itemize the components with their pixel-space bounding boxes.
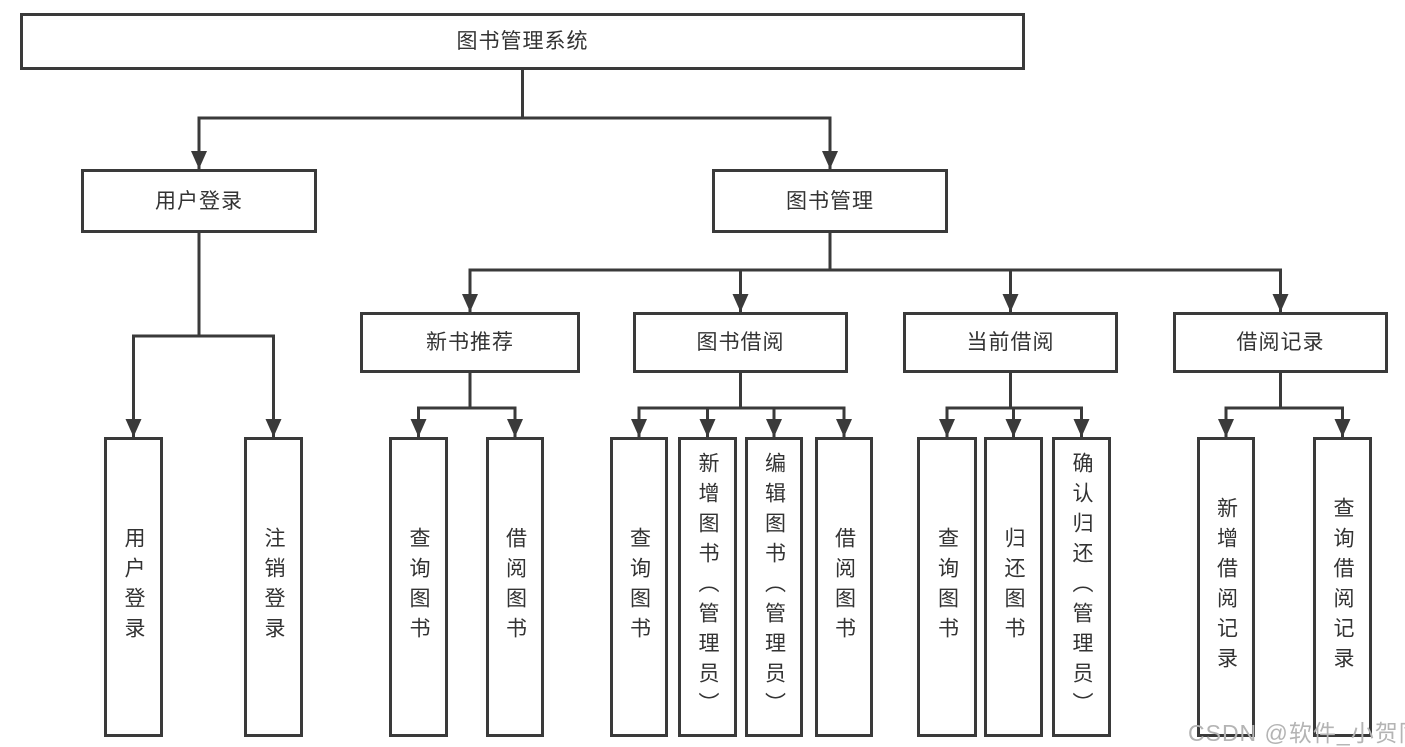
edge-borrow-records-to-br-add-record bbox=[1224, 373, 1282, 437]
arrowhead-icon bbox=[507, 419, 523, 437]
node-login: 用户登录 bbox=[104, 437, 163, 737]
arrowhead-icon bbox=[265, 419, 282, 437]
node-cb-query-books-label: 查询图书 bbox=[935, 527, 959, 647]
edge-user-login-group-to-logout bbox=[197, 233, 275, 437]
node-bb-edit-books-label: 编辑图书（管理员） bbox=[762, 452, 786, 722]
edge-current-borrow-to-cb-confirm-return bbox=[1009, 373, 1083, 437]
node-logout-label: 注销登录 bbox=[262, 527, 285, 647]
node-cb-query-books: 查询图书 bbox=[917, 437, 977, 737]
edge-new-book-rec-to-nr-borrow-books bbox=[468, 373, 517, 437]
edge-book-borrow-to-bb-edit-books bbox=[739, 373, 776, 437]
edge-borrow-records-to-br-query-record bbox=[1279, 373, 1344, 437]
node-book-borrow: 图书借阅 bbox=[633, 312, 848, 373]
node-user-login-group-label: 用户登录 bbox=[155, 189, 243, 213]
node-login-label: 用户登录 bbox=[122, 527, 145, 647]
node-book-mgmt: 图书管理 bbox=[712, 169, 948, 233]
node-bb-add-books-label: 新增图书（管理员） bbox=[696, 452, 719, 722]
arrowhead-icon bbox=[822, 151, 838, 169]
node-br-query-record: 查询借阅记录 bbox=[1313, 437, 1372, 737]
edge-root-to-book-mgmt bbox=[521, 70, 832, 169]
node-new-book-rec-label: 新书推荐 bbox=[426, 331, 514, 354]
arrowhead-icon bbox=[1218, 419, 1234, 437]
node-bb-edit-books: 编辑图书（管理员） bbox=[745, 437, 803, 737]
arrowhead-icon bbox=[1334, 419, 1351, 437]
node-nr-query-books: 查询图书 bbox=[389, 437, 448, 737]
node-logout: 注销登录 bbox=[244, 437, 303, 737]
node-nr-query-books-label: 查询图书 bbox=[407, 527, 430, 647]
arrowhead-icon bbox=[1073, 419, 1090, 437]
edge-book-borrow-to-bb-query-books bbox=[637, 373, 742, 437]
edge-book-mgmt-to-book-borrow bbox=[739, 233, 832, 312]
arrowhead-icon bbox=[939, 419, 955, 437]
node-nr-borrow-books-label: 借阅图书 bbox=[503, 527, 527, 647]
arrowhead-icon bbox=[410, 419, 427, 437]
node-user-login-group: 用户登录 bbox=[81, 169, 317, 233]
node-borrow-records-label: 借阅记录 bbox=[1236, 331, 1325, 354]
arrowhead-icon bbox=[191, 151, 207, 169]
arrowhead-icon bbox=[1005, 419, 1022, 437]
node-bb-query-books: 查询图书 bbox=[610, 437, 668, 737]
node-br-add-record: 新增借阅记录 bbox=[1197, 437, 1255, 737]
edge-user-login-group-to-login bbox=[132, 233, 201, 437]
edge-current-borrow-to-cb-query-books bbox=[945, 373, 1012, 437]
arrowhead-icon bbox=[1002, 294, 1019, 312]
arrowhead-icon bbox=[1272, 294, 1289, 312]
node-bb-add-books: 新增图书（管理员） bbox=[678, 437, 737, 737]
edge-book-mgmt-to-borrow-records bbox=[828, 233, 1282, 312]
node-new-book-rec: 新书推荐 bbox=[360, 312, 580, 373]
node-cb-confirm-return: 确认归还（管理员） bbox=[1052, 437, 1111, 737]
node-bb-borrow-books-label: 借阅图书 bbox=[832, 527, 856, 647]
node-bb-borrow-books: 借阅图书 bbox=[815, 437, 873, 737]
edge-new-book-rec-to-nr-query-books bbox=[417, 373, 472, 437]
node-root-label: 图书管理系统 bbox=[456, 30, 589, 53]
node-current-borrow-label: 当前借阅 bbox=[966, 331, 1055, 354]
node-cb-return-books: 归还图书 bbox=[984, 437, 1043, 737]
edge-root-to-user-login-group bbox=[197, 70, 524, 169]
arrowhead-icon bbox=[699, 419, 716, 437]
edge-book-mgmt-to-new-book-rec bbox=[468, 233, 832, 312]
edge-book-mgmt-to-current-borrow bbox=[828, 233, 1012, 312]
edge-book-borrow-to-bb-add-books bbox=[706, 373, 742, 437]
node-borrow-records: 借阅记录 bbox=[1173, 312, 1388, 373]
node-root: 图书管理系统 bbox=[20, 13, 1025, 70]
edge-book-borrow-to-bb-borrow-books bbox=[739, 373, 846, 437]
arrowhead-icon bbox=[462, 294, 478, 312]
node-br-add-record-label: 新增借阅记录 bbox=[1214, 497, 1238, 677]
node-bb-query-books-label: 查询图书 bbox=[627, 527, 651, 647]
arrowhead-icon bbox=[732, 294, 749, 312]
arrowhead-icon bbox=[766, 419, 782, 437]
arrowhead-icon bbox=[631, 419, 647, 437]
arrowhead-icon bbox=[125, 419, 142, 437]
node-nr-borrow-books: 借阅图书 bbox=[486, 437, 544, 737]
node-book-mgmt-label: 图书管理 bbox=[786, 189, 874, 213]
node-book-borrow-label: 图书借阅 bbox=[696, 331, 785, 354]
node-br-query-record-label: 查询借阅记录 bbox=[1331, 497, 1354, 677]
arrowhead-icon bbox=[836, 419, 852, 437]
node-cb-return-books-label: 归还图书 bbox=[1002, 527, 1025, 647]
node-current-borrow: 当前借阅 bbox=[903, 312, 1118, 373]
node-cb-confirm-return-label: 确认归还（管理员） bbox=[1070, 452, 1093, 722]
